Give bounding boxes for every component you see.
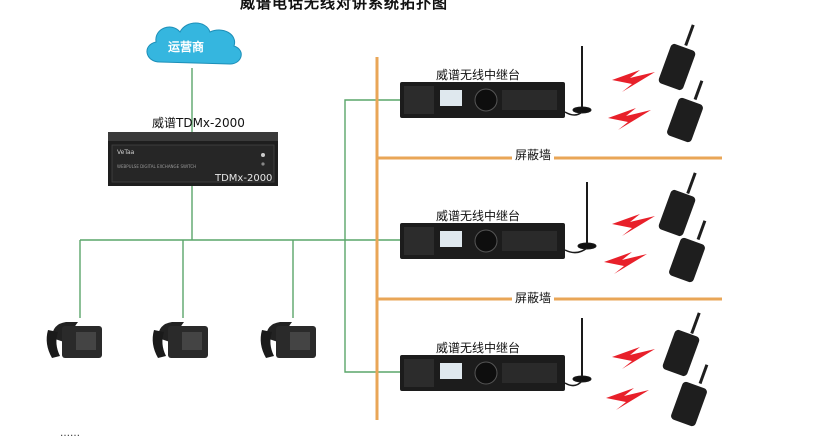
page-title: 威谱电话无线对讲系统拓扑图 — [240, 0, 449, 12]
cloud-label: 运营商 — [168, 40, 205, 54]
switch-front-text: WEBPULSE DIGITAL EXCHANGE SWITCH — [117, 164, 196, 169]
antenna-icon — [564, 46, 592, 116]
repeater-device-icon — [400, 223, 565, 259]
switch-model-text: TDMx-2000 — [214, 173, 272, 184]
repeater3-link-line — [344, 240, 400, 373]
switch-device-icon — [108, 132, 278, 186]
bottom-caption: …… — [60, 428, 80, 439]
repeater-device-icon — [400, 355, 565, 391]
desk-phone-icon — [152, 322, 208, 358]
walkie-talkie-icon — [658, 172, 697, 237]
desk-phone-icon — [260, 322, 316, 358]
desk-phone-icon — [46, 322, 102, 358]
repeater-label: 威谱无线中继台 — [436, 341, 521, 355]
walkie-talkie-icon — [671, 364, 709, 427]
walkie-talkie-icon — [658, 24, 696, 91]
walkie-talkie-icon — [669, 220, 707, 283]
walkie-talkie-icon — [662, 312, 701, 377]
shield-wall-label: 屏蔽墙 — [512, 146, 555, 163]
repeater1-link-line — [344, 99, 400, 240]
antenna-icon — [564, 318, 592, 387]
walkie-talkie-icon — [667, 80, 704, 143]
repeater-device-icon — [400, 82, 565, 118]
antenna-icon — [564, 182, 597, 254]
repeater-label: 威谱无线中继台 — [436, 68, 521, 82]
cloud-icon — [146, 22, 242, 65]
switch-label: 威谱TDMx-2000 — [152, 116, 245, 130]
shield-wall-label: 屏蔽墙 — [512, 289, 555, 306]
signal-icon — [604, 70, 655, 410]
repeater-label: 威谱无线中继台 — [436, 209, 521, 223]
connection-lines — [79, 68, 400, 373]
switch-brand-text: VeTaa — [117, 149, 135, 156]
